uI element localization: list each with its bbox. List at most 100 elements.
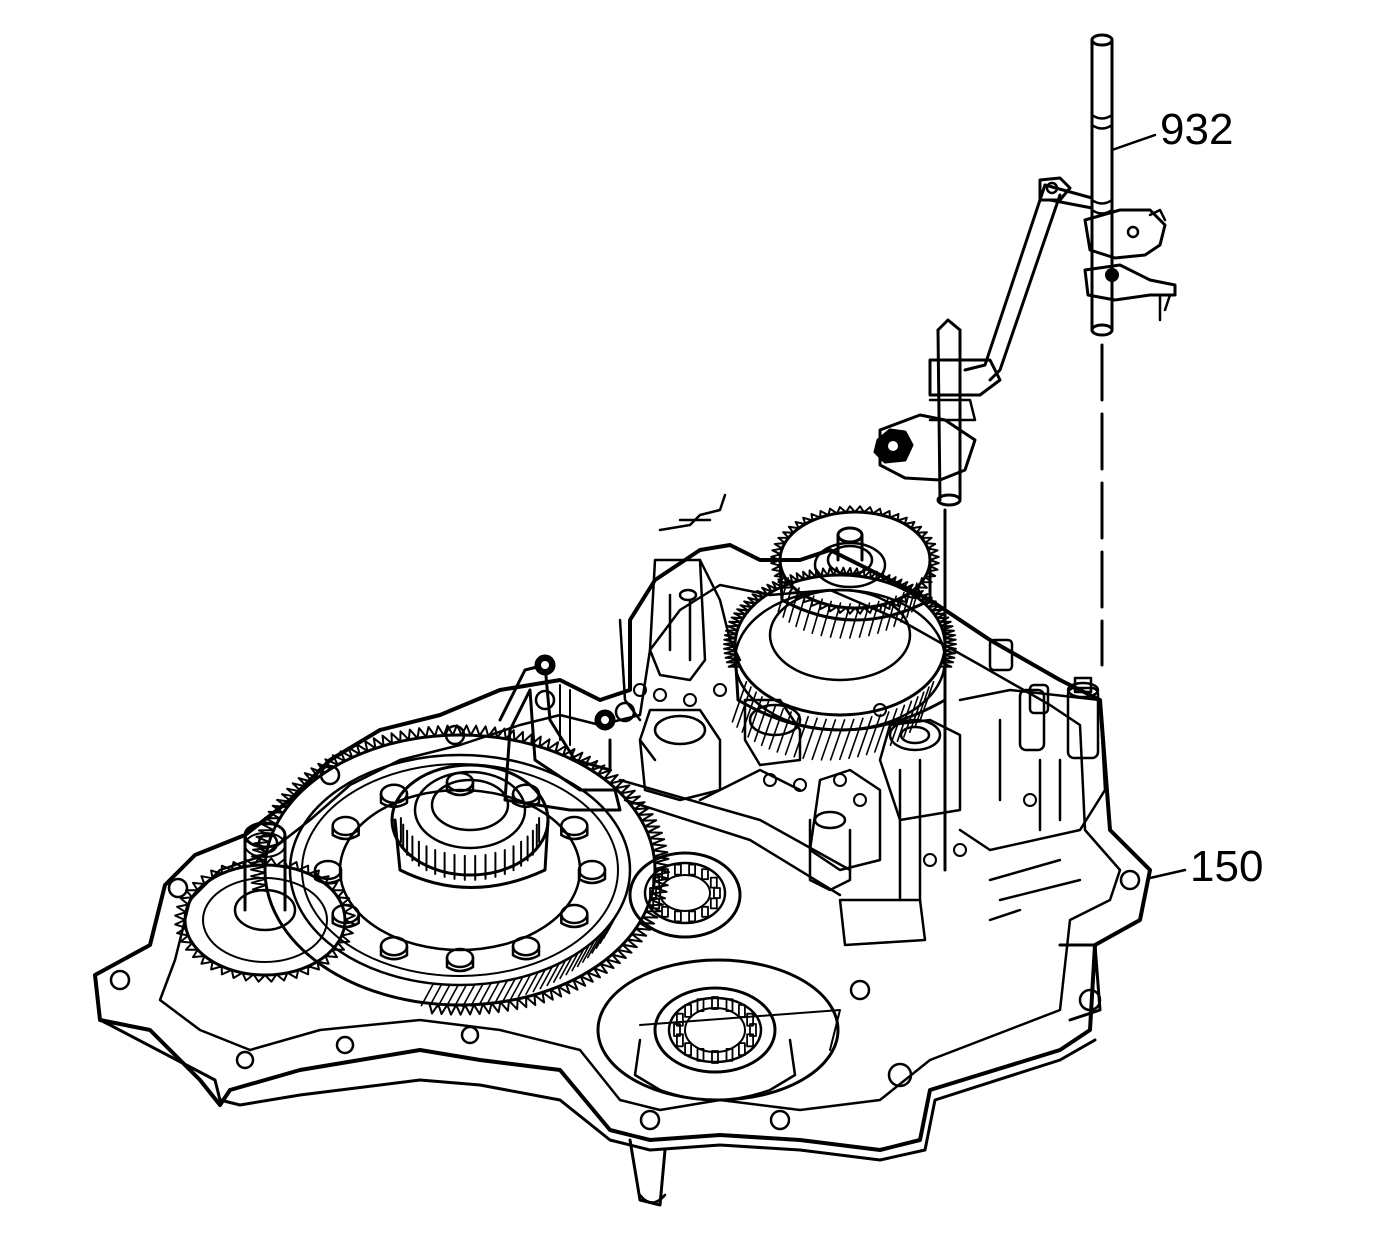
- small-gear-tooth-path: [770, 505, 940, 615]
- large-gear-tooth-path: [723, 566, 957, 668]
- bearing-roller: [713, 887, 721, 899]
- helical-line: [839, 603, 851, 639]
- alignment-lines: [943, 343, 1104, 872]
- callout-932-label: 932: [1160, 105, 1234, 154]
- bearing-roller: [711, 1050, 719, 1064]
- lower-bearing-bore: [596, 958, 841, 1102]
- ring-bolt-head: [445, 947, 475, 969]
- bearing-roller: [674, 910, 682, 923]
- ring-bolt-side: [379, 792, 409, 809]
- helical-line: [893, 591, 905, 628]
- helical-line: [839, 718, 855, 761]
- helical-line: [803, 595, 815, 631]
- helical-line: [510, 976, 524, 1000]
- middle-bearing: [628, 851, 742, 939]
- helical-line: [502, 978, 516, 1002]
- helical-line: [849, 603, 861, 639]
- helical-line: [586, 934, 601, 959]
- helical-line: [874, 711, 890, 753]
- helical-line: [420, 982, 435, 1007]
- helical-line: [478, 982, 492, 1006]
- bearing-roller: [676, 1012, 684, 1027]
- helical-line: [784, 713, 801, 756]
- bearing-roller: [652, 876, 661, 889]
- countershaft-gear-cluster: [733, 510, 947, 732]
- helical-line: [525, 971, 539, 995]
- helical-line: [437, 984, 451, 1008]
- ring-bolt-head: [331, 815, 360, 837]
- helical-line: [776, 711, 792, 753]
- ring-bolt-head: [560, 815, 589, 837]
- helical-line: [571, 947, 585, 972]
- helical-line: [918, 681, 935, 723]
- pinion-gear-teeth: [174, 857, 356, 983]
- helical-line: [553, 959, 567, 983]
- helical-line: [532, 968, 547, 993]
- bearing-roller: [674, 863, 682, 876]
- helical-line: [565, 951, 579, 976]
- ring-bolt-side: [577, 868, 607, 885]
- pinion-tooth-path: [174, 857, 356, 983]
- bearing-roller: [696, 1048, 705, 1062]
- helical-line: [858, 602, 871, 638]
- bearing-roller: [661, 905, 669, 918]
- helical-line: [539, 965, 554, 990]
- ring-bolt-side: [511, 944, 541, 961]
- ring-bolt-side: [445, 956, 475, 973]
- helical-line: [595, 925, 610, 949]
- ring-gear-teeth: [250, 724, 670, 1016]
- helical-line: [753, 700, 770, 743]
- bearing-roller: [711, 996, 719, 1010]
- helical-line: [747, 696, 763, 738]
- shift-shaft-assembly: [873, 33, 1177, 507]
- bearing-roller: [746, 1033, 754, 1048]
- helical-line: [517, 973, 532, 998]
- ring-bolt-head: [511, 783, 541, 805]
- bearing-roller: [684, 1004, 692, 1018]
- helical-line: [868, 600, 880, 637]
- callout-150-label: 150: [1190, 842, 1264, 891]
- helical-line: [768, 708, 784, 750]
- helical-line: [848, 717, 864, 760]
- transmission-case: [93, 543, 1152, 1207]
- bearing-roller: [688, 910, 696, 923]
- helical-line: [546, 962, 560, 987]
- ring-bolt-side: [560, 912, 589, 929]
- helical-line: [820, 600, 832, 637]
- leader-150: [1148, 868, 1187, 880]
- helical-line: [906, 582, 918, 618]
- helical-line: [885, 595, 897, 631]
- helical-line: [494, 979, 509, 1004]
- helical-line: [470, 983, 484, 1007]
- helical-line: [453, 984, 468, 1008]
- differential-ring-gear: [263, 733, 657, 1007]
- helical-line: [445, 984, 459, 1008]
- bearing-roller: [709, 897, 718, 910]
- helical-line: [829, 602, 842, 638]
- helical-line: [777, 577, 789, 613]
- helical-line: [760, 704, 777, 747]
- bearing-roller: [725, 1048, 734, 1062]
- ring-bolt-head: [577, 859, 607, 881]
- helical-line: [582, 939, 596, 963]
- helical-line: [811, 598, 823, 634]
- ring-bolt-head: [511, 935, 541, 957]
- ring-bolt-head: [560, 903, 589, 925]
- bearing-roller: [738, 1004, 746, 1018]
- bearing-roller: [684, 1042, 692, 1056]
- helical-line: [877, 598, 889, 634]
- helical-line: [857, 715, 873, 758]
- helical-line: [428, 983, 443, 1008]
- helical-line: [900, 587, 912, 623]
- helical-line: [576, 943, 591, 968]
- helical-line: [903, 696, 919, 738]
- ring-bolt-side: [379, 944, 409, 961]
- ring-bolt-head: [379, 935, 409, 957]
- ring-bolt-side: [331, 824, 360, 841]
- ring-bolt-side: [511, 792, 541, 809]
- shift-fork-bracket: [498, 654, 622, 812]
- differential-carrier: [390, 763, 550, 889]
- helical-line: [788, 587, 800, 623]
